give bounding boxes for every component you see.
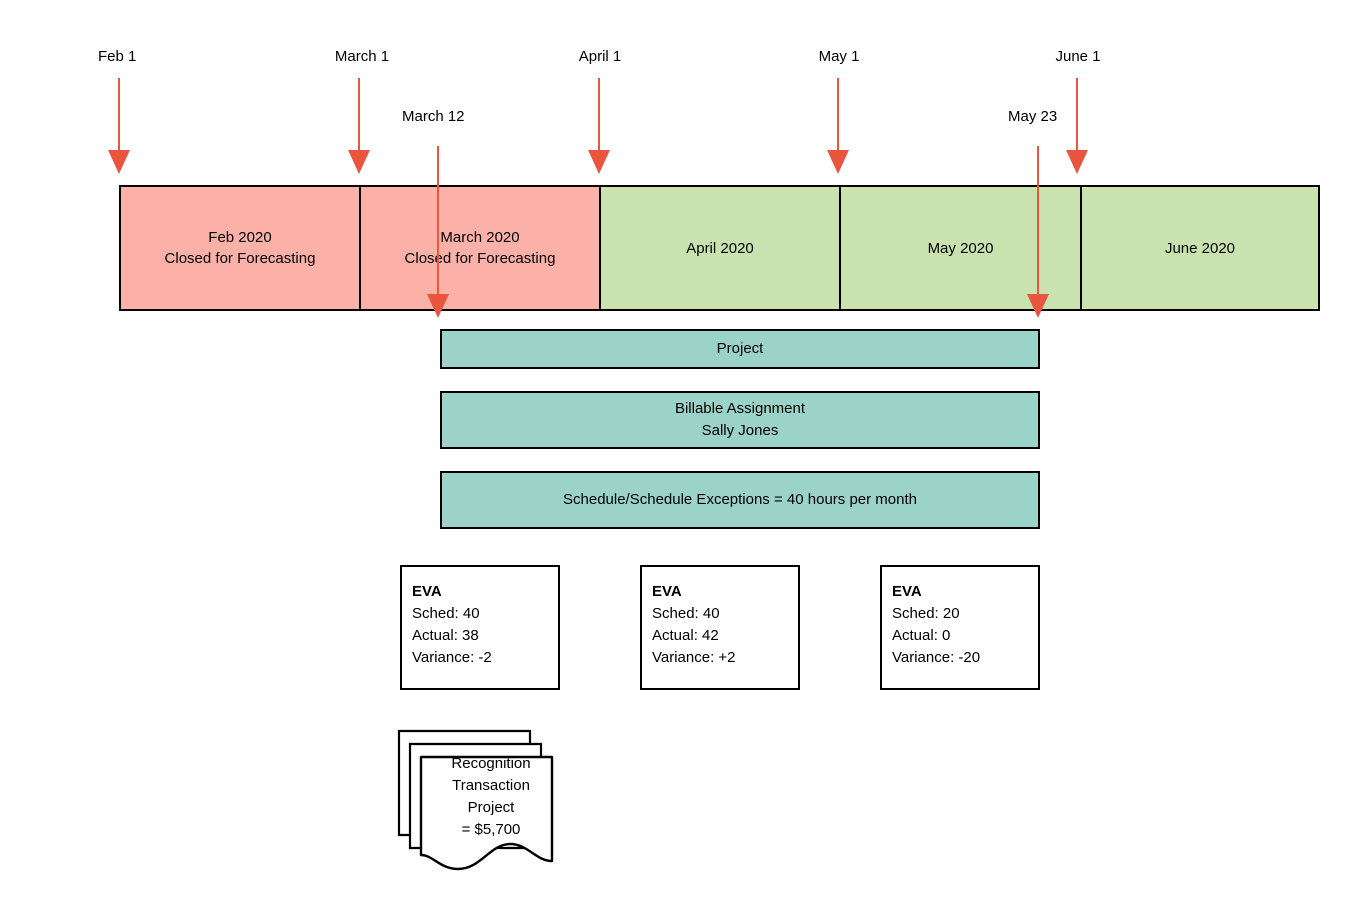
bar-schedule-label: Schedule/Schedule Exceptions = 40 hours … (563, 491, 917, 508)
eva-variance: Variance: +2 (652, 649, 736, 666)
bar-project: Project (440, 329, 1040, 369)
document-line-1: Recognition (451, 755, 531, 772)
eva-actual: Actual: 38 (412, 627, 479, 644)
date-label-march-1: March 1 (334, 48, 390, 65)
eva-variance: Variance: -2 (412, 649, 492, 666)
bar-assignment-person: Sally Jones (701, 422, 779, 439)
month-cell-march: March 2020 Closed for Forecasting (361, 187, 601, 309)
month-name-april: April 2020 (686, 239, 754, 257)
month-cell-may: May 2020 (841, 187, 1082, 309)
eva-variance: Variance: -20 (892, 649, 981, 666)
month-name-feb: Feb 2020 (208, 229, 272, 246)
document-stack-icon (397, 729, 554, 871)
eva-actual: Actual: 0 (892, 627, 951, 644)
eva-box-april: EVA Sched: 40 Actual: 42 Variance: +2 (640, 565, 800, 690)
eva-box-march: EVA Sched: 40 Actual: 38 Variance: -2 (400, 565, 560, 690)
eva-title: EVA (652, 583, 682, 600)
bar-schedule-exceptions: Schedule/Schedule Exceptions = 40 hours … (440, 471, 1040, 529)
month-status-march: Closed for Forecasting (404, 250, 556, 267)
month-name-may: May 2020 (927, 239, 994, 257)
month-status-feb: Closed for Forecasting (164, 250, 316, 267)
eva-sched: Sched: 40 (652, 605, 720, 622)
eva-box-may: EVA Sched: 20 Actual: 0 Variance: -20 (880, 565, 1040, 690)
eva-sched: Sched: 40 (412, 605, 480, 622)
bar-billable-assignment: Billable Assignment Sally Jones (440, 391, 1040, 449)
eva-actual: Actual: 42 (652, 627, 719, 644)
date-label-may-1: May 1 (818, 48, 860, 65)
recognition-transaction-document-stack: Recognition Transaction Project = $5,700 (393, 727, 568, 877)
month-cell-june: June 2020 (1082, 187, 1318, 309)
eva-sched: Sched: 20 (892, 605, 960, 622)
date-label-may-23: May 23 (1008, 108, 1058, 125)
bar-assignment-label: Billable Assignment (674, 400, 806, 417)
month-name-june: June 2020 (1164, 239, 1236, 257)
document-line-4: = $5,700 (461, 821, 521, 838)
month-cell-feb: Feb 2020 Closed for Forecasting (121, 187, 361, 309)
timeline-month-bar: Feb 2020 Closed for Forecasting March 20… (119, 185, 1320, 311)
date-label-june-1: June 1 (1055, 48, 1101, 65)
eva-title: EVA (412, 583, 442, 600)
document-line-3: Project (467, 799, 515, 816)
date-label-feb-1: Feb 1 (98, 48, 137, 65)
date-label-april-1: April 1 (578, 48, 622, 65)
bar-project-label: Project (716, 340, 764, 357)
document-line-2: Transaction (452, 777, 530, 794)
date-label-march-12: March 12 (402, 108, 465, 125)
month-cell-april: April 2020 (601, 187, 841, 309)
month-name-march: March 2020 (440, 229, 520, 246)
eva-title: EVA (892, 583, 922, 600)
